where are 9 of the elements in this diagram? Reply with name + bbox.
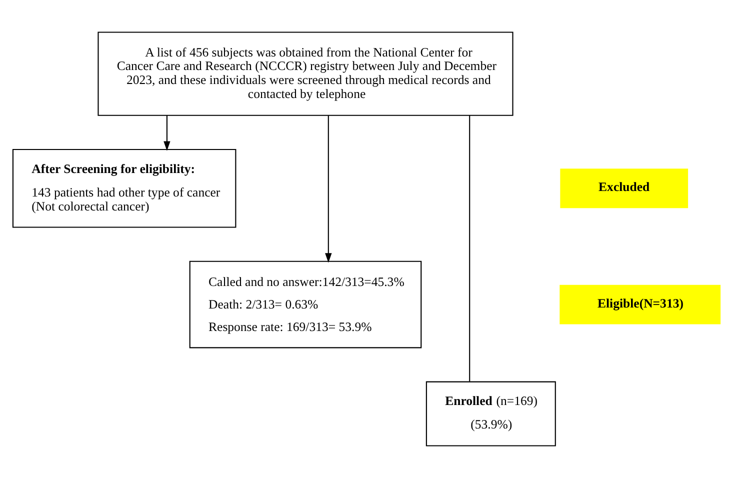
connector — [469, 116, 470, 382]
node-box: Called and no answer:142/313=45.3% Death: 2/313= 0.63% Response rate: 169/313= 53.9% — [189, 260, 422, 348]
node-box: Eligible(N=313) — [560, 284, 721, 324]
arrow — [164, 116, 170, 151]
node-box: After Screening for eligibility: 143 patients had other type of cancer (Not colorectal cancer) — [12, 148, 236, 228]
arrow — [325, 116, 332, 263]
node-box: Enrolled (n=169) (53.9%) — [426, 381, 556, 446]
node-box: Excluded — [560, 168, 688, 208]
node-box: A list of 456 subjects was obtained from the National Center for Cancer Care and Research (NCCCR) registry between July and December 2023, and these individuals were screened through medical records and contacted by telephone — [98, 32, 514, 116]
